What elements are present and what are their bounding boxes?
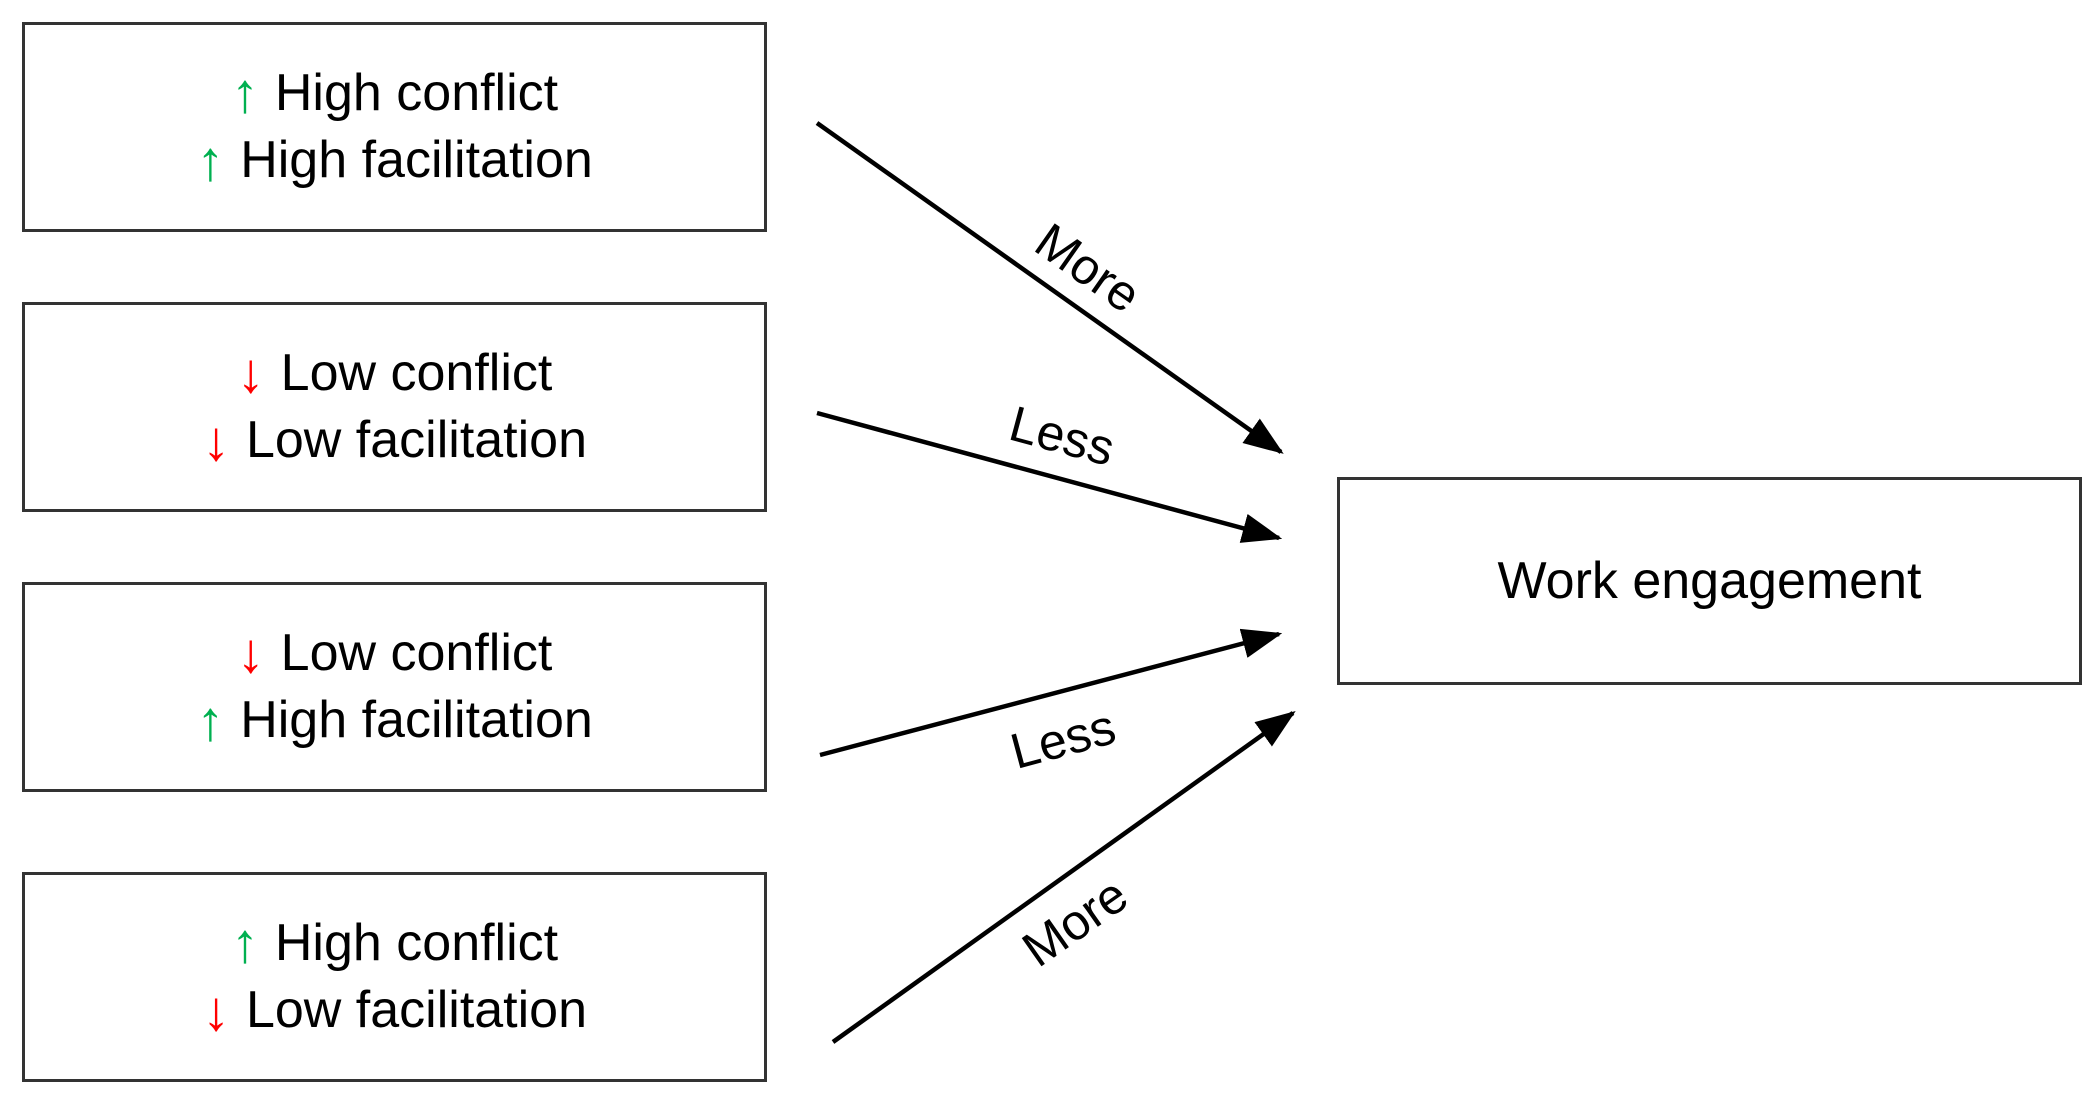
condition-text: High conflict (274, 913, 559, 972)
condition-line: ↑ High facilitation (196, 127, 593, 194)
condition-text: High facilitation (240, 131, 593, 189)
outcome-label: Work engagement (1497, 552, 1922, 610)
condition-line: ↑ High conflict (231, 910, 558, 977)
up-arrow-icon: ↑ (196, 128, 225, 192)
up-arrow-icon: ↑ (230, 911, 259, 975)
condition-text: Low facilitation (245, 411, 588, 469)
condition-text: Low facilitation (245, 981, 588, 1039)
condition-box-low-conflict-high-facilitation: ↓ Low conflict ↑ High facilitation (22, 582, 767, 792)
condition-line: ↓ Low facilitation (202, 977, 587, 1044)
condition-text: High conflict (274, 63, 559, 122)
condition-box-low-conflict-low-facilitation: ↓ Low conflict ↓ Low facilitation (22, 302, 767, 512)
condition-line: ↓ Low conflict (237, 620, 553, 687)
arrow-label-more-2: More (1012, 866, 1138, 978)
condition-line: ↑ High facilitation (196, 687, 593, 754)
condition-box-high-conflict-high-facilitation: ↑ High conflict ↑ High facilitation (22, 22, 767, 232)
up-arrow-icon: ↑ (230, 61, 259, 125)
arrow-label-more-1: More (1025, 212, 1151, 324)
condition-line: ↓ Low facilitation (202, 407, 587, 474)
arrow-label-less-1: Less (1003, 395, 1121, 477)
arrow-label-less-2: Less (1004, 698, 1122, 780)
condition-text: Low conflict (280, 623, 553, 682)
condition-text: Low conflict (280, 343, 553, 402)
down-arrow-icon: ↓ (236, 621, 265, 685)
condition-line: ↑ High conflict (231, 60, 558, 127)
up-arrow-icon: ↑ (196, 688, 225, 752)
down-arrow-icon: ↓ (236, 341, 265, 405)
condition-line: ↓ Low conflict (237, 340, 553, 407)
condition-text: High facilitation (240, 691, 593, 749)
outcome-box: Work engagement (1337, 477, 2082, 685)
down-arrow-icon: ↓ (201, 978, 230, 1042)
down-arrow-icon: ↓ (201, 408, 230, 472)
condition-box-high-conflict-low-facilitation: ↑ High conflict ↓ Low facilitation (22, 872, 767, 1082)
